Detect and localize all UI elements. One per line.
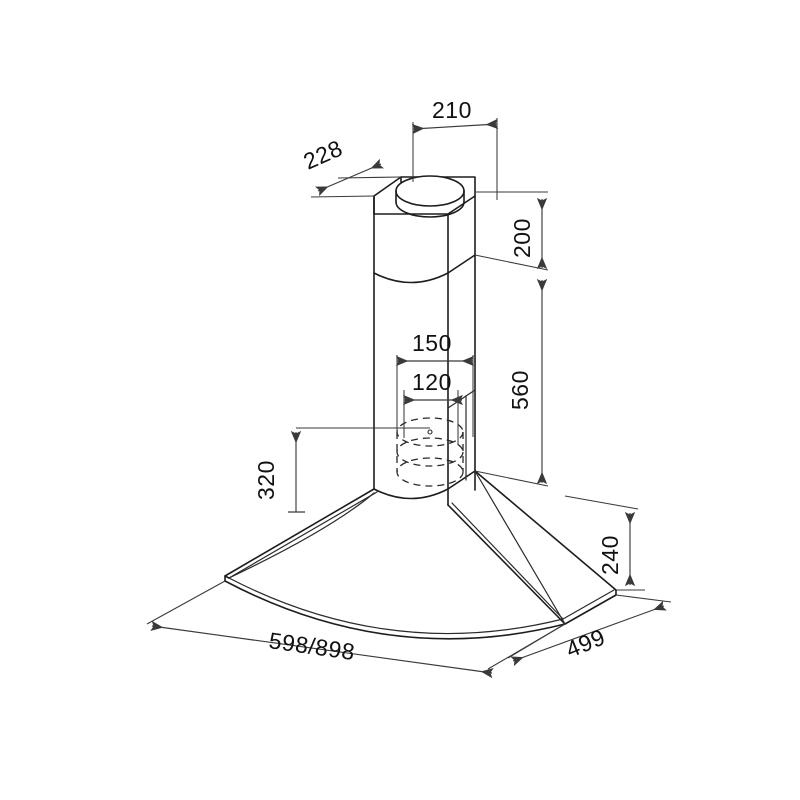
dim-240-label: 240: [597, 535, 623, 575]
canopy-front-upper-curve: [228, 492, 375, 579]
dim-150-label: 150: [412, 330, 452, 356]
dim-depth-label: 499: [562, 624, 609, 663]
dim-120-label: 120: [412, 369, 452, 395]
canopy-rear-right-fold: [474, 470, 566, 625]
dim-228-label: 228: [299, 135, 346, 175]
dim-210-label: 210: [432, 97, 472, 123]
chimney-band-right-edge: [447, 254, 476, 274]
dimension-320-clearance: 320: [253, 427, 430, 513]
canopy-centre-fold-right-inner: [451, 502, 564, 620]
canopy-right-slope-upper-edge: [474, 470, 617, 591]
dim-200-label: 200: [509, 218, 535, 258]
dim-210-line: [411, 118, 499, 135]
canopy-right-rim-inner: [562, 589, 615, 620]
dim-width-label: 598/898: [267, 627, 356, 665]
dimension-200-chimney-upper: 200: [474, 191, 549, 271]
canopy-centre-fold-left-inner: [228, 491, 378, 579]
chimney-bottom-front-arc: [373, 488, 449, 500]
canopy-left-corner-block: [224, 575, 230, 582]
motor-centre-mark: [427, 429, 433, 435]
canopy-right-bottom-rim: [564, 594, 617, 625]
chimney-bottom-right-edge: [447, 470, 476, 490]
dim-560-label: 560: [507, 370, 533, 410]
dimension-240-canopy-height: 240: [564, 495, 645, 591]
dim-200-ext-bottom: [474, 254, 549, 271]
dim-width-ext-left: [146, 580, 226, 625]
chimney-upper-section: [373, 175, 476, 218]
dimension-150-chimney-width: 150: [395, 330, 475, 437]
dimension-499-hood-depth: 499: [507, 594, 672, 667]
dim-240-ext-top: [564, 495, 639, 510]
dim-228-line: [315, 158, 384, 197]
dim-depth-line: [510, 600, 667, 667]
hood-geometry-group: [224, 175, 617, 640]
dim-width-line: [150, 620, 494, 679]
dimension-120-motor-width: 120: [402, 369, 464, 445]
duct-collar-bottom-arc: [395, 201, 465, 218]
dim-depth-ext-far: [615, 594, 672, 603]
canopy-left-slope-upper-edge: [224, 488, 375, 577]
canopy-centre-fold-right: [447, 504, 566, 625]
dimension-598-898-hood-width: 598/898: [146, 580, 566, 679]
motor-housing-mid-ellipse: [396, 437, 464, 467]
dim-228-ext-front: [310, 195, 375, 198]
canopy: [224, 470, 617, 640]
duct-collar-top-ellipse: [395, 175, 465, 207]
dim-320-label: 320: [253, 460, 279, 500]
chimney-body: [373, 195, 476, 506]
dimension-560-chimney-lower: 560: [474, 278, 549, 487]
chimney-band-front-arc: [373, 272, 449, 284]
dimension-210-duct-outlet: 210: [411, 97, 499, 200]
dim-560-ext-bottom: [474, 470, 549, 487]
chimney-recess-top-edge: [447, 389, 476, 409]
